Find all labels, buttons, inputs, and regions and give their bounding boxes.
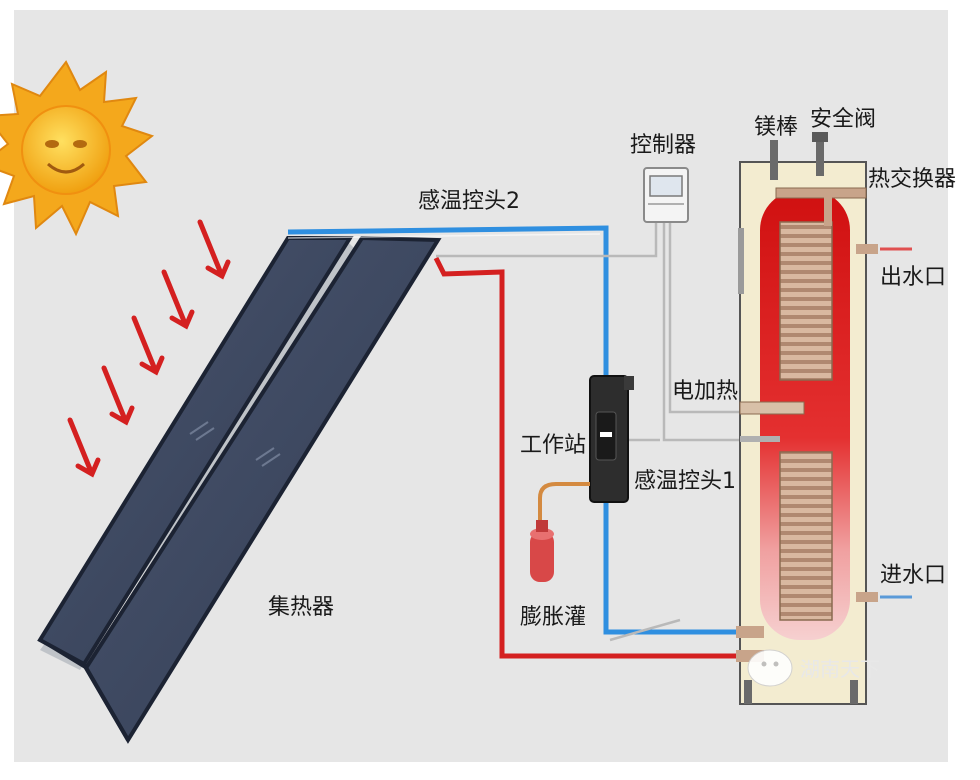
water-tank	[736, 132, 912, 705]
signal-wires	[436, 222, 740, 642]
upper-coil	[779, 221, 833, 381]
watermark-logo-icon	[747, 649, 793, 687]
work-station-icon	[589, 375, 634, 503]
label-collector: 集热器	[268, 595, 334, 620]
label-controller: 控制器	[630, 133, 696, 158]
electric-heater-element	[739, 401, 805, 415]
label-expansion-tank: 膨胀灌	[520, 605, 586, 630]
label-magnesium-rod: 镁棒	[754, 115, 798, 140]
label-work-station: 工作站	[520, 433, 586, 458]
hot-supply-pipe	[433, 256, 740, 659]
expansion-tank-icon	[530, 482, 590, 582]
sun-icon	[0, 60, 155, 237]
label-water-outlet: 出水口	[880, 265, 946, 290]
label-temp-probe-1: 感温控头1	[634, 469, 736, 494]
watermark-text: 湖南天下	[800, 657, 880, 681]
label-heat-exchanger: 热交换器	[868, 167, 956, 192]
label-safety-valve: 安全阀	[810, 107, 876, 132]
sunray-arrow-icon	[67, 219, 231, 478]
lower-coil	[779, 451, 833, 621]
label-temp-probe-2: 感温控头2	[418, 189, 520, 214]
label-electric-heater: 电加热	[672, 379, 738, 404]
label-water-inlet: 进水口	[880, 563, 946, 588]
collector-panels	[37, 235, 442, 744]
controller-icon	[643, 167, 689, 223]
